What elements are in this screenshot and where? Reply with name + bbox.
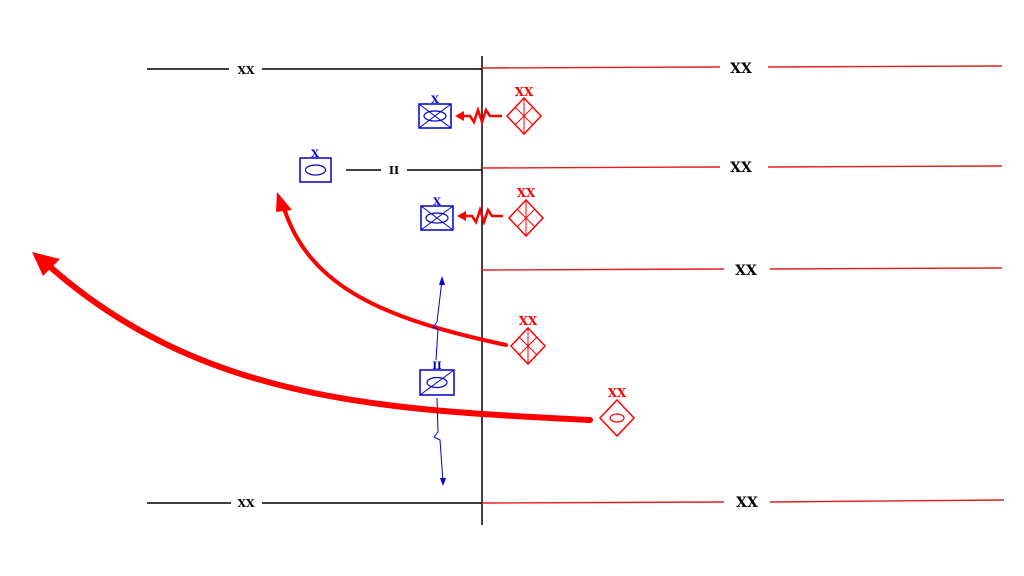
- friendly-unit-1[interactable]: X: [418, 95, 452, 129]
- west-top-echelon-label: XX: [237, 64, 255, 77]
- west-boundary-bottom: XX: [147, 497, 482, 510]
- friendly-unit-2-echelon: X: [433, 197, 441, 208]
- east-4-echelon-label: XX: [736, 495, 758, 511]
- west-boundary-top: XX: [147, 64, 482, 77]
- friendly-unit-3-echelon: X: [311, 149, 319, 160]
- mechanized-infantry-icon: [514, 98, 534, 134]
- enemy-unit-2[interactable]: XX: [507, 186, 545, 238]
- friendly-unit-1-echelon: X: [431, 95, 439, 106]
- enemy-unit-1[interactable]: XX: [505, 85, 543, 136]
- west-bottom-echelon-label: XX: [237, 497, 255, 510]
- friendly-unit-4[interactable]: II: [419, 361, 455, 396]
- armored-cavalry-icon: [425, 212, 449, 224]
- enemy-unit-3[interactable]: XX: [509, 314, 547, 366]
- enemy-unit-4[interactable]: XX: [598, 386, 636, 438]
- east-3-echelon-label: XX: [735, 263, 757, 279]
- friendly-unit-3[interactable]: X: [299, 149, 332, 183]
- enemy-supporting-attack-arrowhead: [276, 192, 292, 212]
- enemy-unit-2-echelon: XX: [517, 186, 536, 200]
- east-boundary-3: XX: [481, 263, 1003, 279]
- armor-icon: [304, 164, 327, 176]
- friendly-lateral-boundary: [432, 276, 446, 486]
- friendly-unit-4-echelon: II: [432, 361, 442, 372]
- contact-zigzag-1: [455, 106, 502, 126]
- enemy-unit-1-echelon: XX: [515, 85, 534, 99]
- enemy-unit-3-echelon: XX: [519, 314, 538, 328]
- armor-icon: [609, 413, 625, 423]
- friendly-unit-2[interactable]: X: [420, 197, 454, 231]
- mechanized-infantry-icon: [516, 200, 536, 236]
- mechanized-infantry-icon: [518, 328, 538, 364]
- east-boundary-4: XX: [481, 495, 1005, 511]
- enemy-supporting-attack-arrow: [282, 206, 508, 347]
- enemy-main-attack-arrow: [45, 262, 593, 423]
- enemy-main-attack-arrowhead: [32, 252, 60, 276]
- enemy-unit-4-echelon: XX: [608, 386, 627, 400]
- west-mid-echelon-label: II: [389, 164, 399, 177]
- contact-zigzag-2: [457, 206, 503, 226]
- armor-icon: [426, 376, 448, 389]
- east-2-echelon-label: XX: [730, 160, 752, 176]
- east-boundary-2: XX: [481, 160, 1003, 176]
- east-1-echelon-label: XX: [730, 61, 752, 77]
- west-boundary-mid: II: [346, 164, 482, 177]
- armored-cavalry-icon: [423, 110, 447, 122]
- east-boundary-1: XX: [481, 61, 1003, 77]
